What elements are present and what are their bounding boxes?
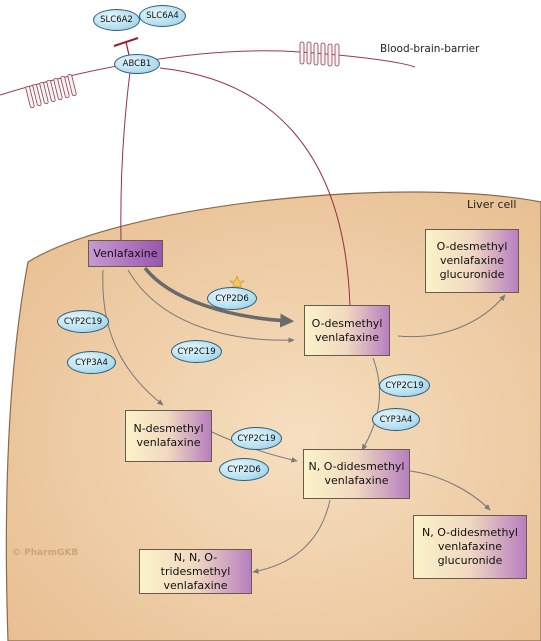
cyp2d6-ndes-to-nod-label: CYP2D6 xyxy=(227,464,261,475)
cyp2d6-major-label: CYP2D6 xyxy=(215,293,249,304)
cyp2d6-ndes-to-nod-node[interactable]: CYP2D6 xyxy=(219,458,269,481)
star-icon xyxy=(229,275,245,290)
cyp2c19-odes-to-nod-label: CYP2C19 xyxy=(385,380,424,391)
cyp3a4-odes-to-nod-label: CYP3A4 xyxy=(379,414,413,425)
slc6a4-node[interactable]: SLC6A4 xyxy=(139,5,186,27)
nno-tridesmethyl-node[interactable]: N, N, O-tridesmethyl venlafaxine xyxy=(139,549,252,594)
ndesmethyl-node[interactable]: N-desmethyl venlafaxine xyxy=(125,410,212,462)
slc6a4-label: SLC6A4 xyxy=(146,11,179,21)
cyp2c19-odesmethyl-label: CYP2C19 xyxy=(177,346,216,357)
inhibition-link xyxy=(125,41,130,56)
cyp2c19-ndesmethyl-node[interactable]: CYP2C19 xyxy=(57,310,109,333)
nno-tridesmethyl-label: N, N, O-tridesmethyl venlafaxine xyxy=(160,550,231,592)
membrane-protein-left xyxy=(25,73,77,109)
arrow-nod-to-tridesmethyl xyxy=(252,499,331,574)
arrow-odesmethyl-to-glucuronide xyxy=(397,294,506,338)
arrow-venlafaxine-to-odesmethyl-major xyxy=(143,266,295,328)
arrow-nod-to-glucuronide xyxy=(409,470,491,511)
odesmethyl-node[interactable]: O-desmethyl venlafaxine xyxy=(304,305,390,356)
arrow-venlafaxine-to-ndesmethyl xyxy=(102,269,164,406)
slc6a2-node[interactable]: SLC6A2 xyxy=(93,9,140,31)
transport-line-odesmethyl xyxy=(159,67,351,308)
liver-cell-label: Liver cell xyxy=(467,198,517,211)
nod-glucuronide-label: N, O-didesmethyl venlafaxine glucuronide xyxy=(421,526,518,567)
bbb-membrane xyxy=(0,50,416,96)
abcb1-node[interactable]: ABCB1 xyxy=(114,54,160,74)
odesmethyl-glucuronide-node[interactable]: O-desmethyl venlafaxine glucuronide xyxy=(425,229,519,293)
nod-didesmethyl-label: N, O-didesmethyl venlafaxine xyxy=(308,460,405,487)
venlafaxine-node[interactable]: Venlafaxine xyxy=(88,240,163,267)
watermark: © PharmGKB xyxy=(12,548,79,558)
venlafaxine-label: Venlafaxine xyxy=(93,246,158,260)
cyp2d6-major-node[interactable]: CYP2D6 xyxy=(207,287,257,310)
ndesmethyl-label: N-desmethyl venlafaxine xyxy=(133,422,204,449)
cyp2c19-odesmethyl-node[interactable]: CYP2C19 xyxy=(171,340,222,363)
nod-didesmethyl-node[interactable]: N, O-didesmethyl venlafaxine xyxy=(303,449,410,499)
cyp3a4-ndesmethyl-label: CYP3A4 xyxy=(75,357,108,368)
bbb-label: Blood-brain-barrier xyxy=(380,43,480,55)
slc6a2-label: SLC6A2 xyxy=(100,15,133,25)
cyp3a4-odes-to-nod-node[interactable]: CYP3A4 xyxy=(372,408,420,431)
membrane-protein-right xyxy=(299,41,340,67)
cyp2c19-ndes-to-nod-node[interactable]: CYP2C19 xyxy=(231,427,282,450)
odesmethyl-glucuronide-label: O-desmethyl venlafaxine glucuronide xyxy=(436,240,508,281)
cyp3a4-ndesmethyl-node[interactable]: CYP3A4 xyxy=(67,351,116,374)
odesmethyl-label: O-desmethyl venlafaxine xyxy=(311,316,383,344)
transport-line-venlafaxine xyxy=(120,71,131,241)
cyp2c19-ndesmethyl-label: CYP2C19 xyxy=(63,316,103,327)
arrow-odesmethyl-to-nod xyxy=(361,357,380,451)
cyp2c19-ndes-to-nod-label: CYP2C19 xyxy=(237,433,276,444)
arrow-venlafaxine-to-odesmethyl-minor xyxy=(127,269,295,343)
cyp2c19-odes-to-nod-node[interactable]: CYP2C19 xyxy=(379,374,430,397)
nod-glucuronide-node[interactable]: N, O-didesmethyl venlafaxine glucuronide xyxy=(413,515,527,579)
abcb1-label: ABCB1 xyxy=(122,59,152,69)
